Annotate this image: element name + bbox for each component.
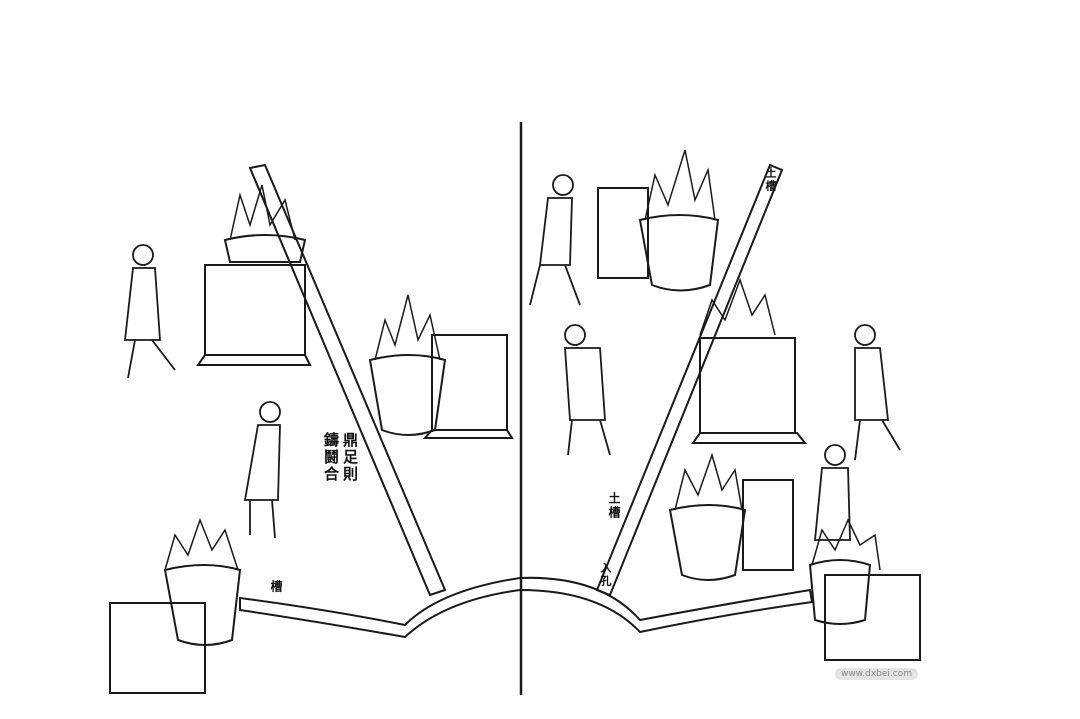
furnaces — [163, 214, 872, 646]
worker-figure — [123, 244, 176, 379]
trough-label: 土槽 — [607, 492, 621, 520]
caption-right-column: 鼎足則 — [341, 432, 359, 483]
worker-figure — [243, 401, 281, 539]
trough-top-label: 土槽 — [764, 167, 777, 193]
worker-figure — [529, 174, 581, 306]
entry-hole-label: 入孔 — [599, 562, 612, 588]
watermark: www.dxbei.com — [835, 668, 918, 680]
channel-label: 槽 — [269, 580, 283, 594]
workers — [123, 174, 901, 541]
molten-channels — [239, 163, 814, 639]
worker-figure — [854, 324, 901, 461]
flame-icons — [164, 149, 881, 571]
bellows-boxes — [109, 187, 921, 694]
worker-figure — [564, 324, 611, 456]
caption-left-column: 鑄鬪合 — [322, 432, 340, 483]
worker-figure — [814, 444, 851, 541]
